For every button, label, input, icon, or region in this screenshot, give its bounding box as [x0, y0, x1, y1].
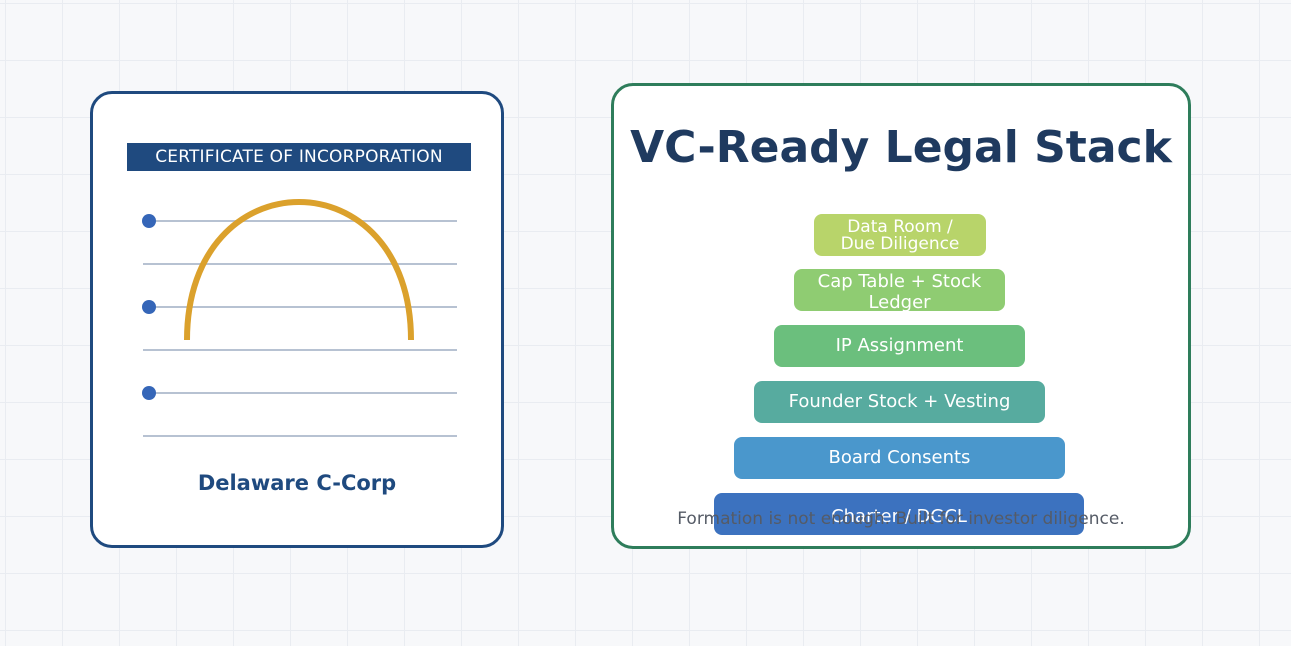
layer-charter: Charter / DGCL [714, 493, 1084, 535]
layer-label: IP Assignment [835, 335, 964, 356]
layer-label: Cap Table + Stock Ledger [817, 271, 982, 311]
certificate-lines [143, 220, 457, 437]
legal-stack-card: VC-Ready Legal Stack Data Room / Due Dil… [611, 83, 1191, 549]
legal-stack-title: VC-Ready Legal Stack [630, 122, 1172, 173]
legal-stack-footnote: Formation is not enough. Built for inves… [677, 509, 1125, 529]
layer-board-consents: Board Consents [734, 437, 1065, 479]
layer-label: Board Consents [828, 447, 971, 468]
layer-label: Data Room / Due Diligence [840, 217, 960, 254]
layer-ip-assignment: IP Assignment [774, 325, 1025, 367]
certificate-caption: Delaware C-Corp [197, 471, 397, 495]
layer-label: Charter / DGCL [831, 506, 967, 527]
bullet-icon [142, 386, 156, 400]
layer-cap-table: Cap Table + Stock Ledger [794, 269, 1005, 311]
certificate-bullets [142, 214, 156, 400]
bullet-icon [142, 214, 156, 228]
certificate-illustration [142, 199, 457, 437]
layer-founder-stock: Founder Stock + Vesting [754, 381, 1045, 423]
layer-data-room: Data Room / Due Diligence [814, 214, 986, 256]
layer-label: Founder Stock + Vesting [788, 391, 1011, 412]
certificate-title: CERTIFICATE OF INCORPORATION [127, 143, 471, 171]
seal-arc-icon [184, 199, 414, 341]
certificate-card: CERTIFICATE OF INCORPORATION Delaware C-… [90, 91, 504, 548]
bullet-icon [142, 300, 156, 314]
